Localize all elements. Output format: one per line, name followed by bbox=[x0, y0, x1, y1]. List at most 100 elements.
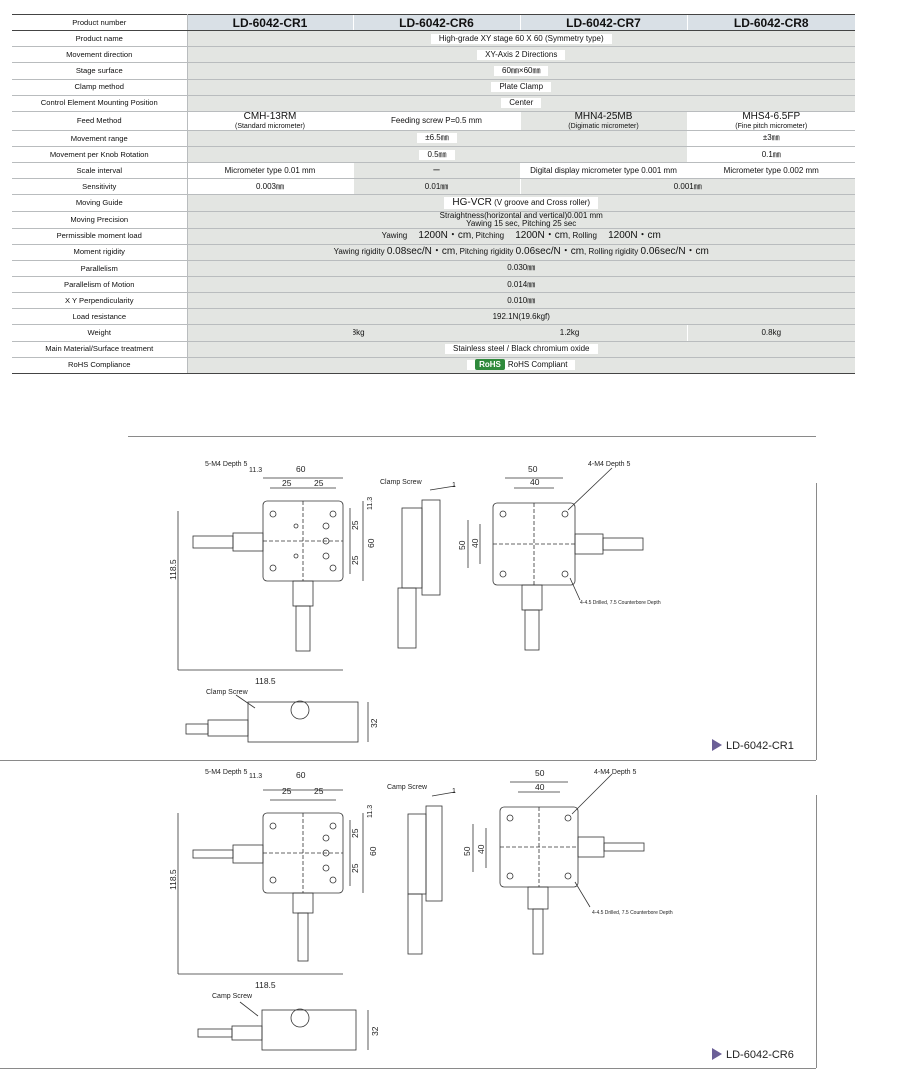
cr6-d32: 32 bbox=[370, 1026, 380, 1036]
row-clamp-method: Clamp method Plate Clamp bbox=[12, 79, 855, 96]
feed-cr1-text: CMH-13RM bbox=[243, 111, 297, 122]
feed-cr8-text: MHS4-6.5FP bbox=[742, 111, 801, 122]
pm-rolling: 1200N・cm bbox=[608, 230, 661, 242]
caption-arrow-icon bbox=[712, 1048, 722, 1060]
feed-cr8-sub: (Fine pitch micrometer) bbox=[735, 122, 808, 130]
material-text: Stainless steel / Black chromium oxide bbox=[445, 344, 598, 355]
cr1-d118-5: 118.5 bbox=[168, 559, 178, 580]
value-stage-surface: 60㎜×60㎜ bbox=[187, 62, 855, 80]
feed-cr6: Feeding screw P=0.5 mm bbox=[352, 111, 520, 131]
cr6-d118-5h: 118.5 bbox=[255, 980, 276, 990]
divider-middle bbox=[0, 760, 816, 761]
row-moving-precision: Moving Precision Straightness(horizontal… bbox=[12, 211, 855, 229]
weight-cr67: 1.2kg bbox=[559, 327, 580, 337]
row-movement-range: Movement range ±6.5㎜ ±3㎜ bbox=[12, 130, 855, 147]
row-load-resistance: Load resistance 192.1N(19.6kgf) bbox=[12, 308, 855, 326]
movement-range-text: ±6.5㎜ bbox=[417, 133, 457, 144]
feed-cr7-text: MHN4-25MB bbox=[574, 111, 633, 122]
label-control-element: Control Element Mounting Position bbox=[12, 95, 188, 112]
row-weight: Weight 0.8kg1.2kg 0.8kg bbox=[12, 324, 855, 342]
value-clamp-method: Plate Clamp bbox=[187, 79, 855, 96]
cr6-d11-3b: 11.3 bbox=[367, 805, 374, 818]
movement-per-knob-text: 0.5㎜ bbox=[419, 149, 455, 160]
model-cr1: LD-6042-CR1 bbox=[186, 13, 353, 32]
value-movement-range: ±6.5㎜ bbox=[187, 130, 687, 147]
model-cr7: LD-6042-CR7 bbox=[519, 13, 687, 32]
label-sensitivity: Sensitivity bbox=[12, 178, 188, 196]
feed-cr7-sub: (Digimatic micrometer) bbox=[568, 122, 639, 130]
mr-pitching-label: , Pitching rigidity bbox=[455, 247, 514, 257]
label-load-resistance: Load resistance bbox=[12, 308, 188, 326]
cr1-clamp-screw-side: Clamp Screw bbox=[380, 479, 423, 486]
label-parallelism: Parallelism bbox=[12, 260, 188, 277]
spec-table: Product number LD-6042-CR1 LD-6042-CR6 L… bbox=[12, 13, 855, 374]
rohs-badge: RoHS bbox=[475, 359, 505, 371]
cr6-d50: 50 bbox=[535, 768, 545, 778]
label-material: Main Material/Surface treatment bbox=[12, 341, 188, 358]
caption-cr1-text: LD-6042-CR1 bbox=[726, 740, 794, 752]
frame-right-1 bbox=[816, 483, 817, 760]
value-control-element: Center bbox=[187, 95, 855, 112]
value-load-resistance: 192.1N(19.6kgf) bbox=[187, 308, 855, 326]
pm-yawing: 1200N・cm bbox=[418, 230, 472, 242]
cr1-clamp-screw-bottom: Clamp Screw bbox=[206, 689, 249, 696]
row-movement-per-knob: Movement per Knob Rotation 0.5㎜ 0.1㎜ bbox=[12, 146, 855, 164]
cr1-d32: 32 bbox=[369, 718, 379, 728]
cr1-d11-3b: 11.3 bbox=[367, 497, 374, 510]
value-parallelism-motion: 0.014㎜ bbox=[187, 276, 855, 294]
stage-surface-text: 60㎜×60㎜ bbox=[494, 65, 549, 76]
mr-yawing-label: Yawing rigidity bbox=[333, 247, 385, 257]
cr6-d25d: 25 bbox=[350, 863, 360, 873]
cr1-d25b: 25 bbox=[314, 478, 324, 488]
moving-precision-line1: Straightness(horizontal and vertical)0.0… bbox=[439, 211, 603, 220]
row-permissible-moment: Permissible moment load Yawing 1200N・cm,… bbox=[12, 228, 855, 245]
label-rohs: RoHS Compliance bbox=[12, 357, 188, 374]
row-material: Main Material/Surface treatment Stainles… bbox=[12, 341, 855, 358]
label-moving-precision: Moving Precision bbox=[12, 211, 188, 229]
scale-cr7: Digital display micrometer type 0.001 mm bbox=[519, 162, 687, 180]
feed-cr1: CMH-13RM(Standard micrometer) bbox=[187, 111, 353, 131]
cr1-d50: 50 bbox=[528, 464, 538, 474]
divider-bottom bbox=[0, 1068, 816, 1069]
sensitivity-cr6: 0.01㎜ bbox=[352, 178, 520, 196]
label-stage-surface: Stage surface bbox=[12, 62, 188, 80]
label-permissible-moment: Permissible moment load bbox=[12, 228, 188, 245]
moving-guide-main: HG-VCR bbox=[452, 196, 492, 208]
movement-direction-text: XY-Axis 2 Directions bbox=[477, 49, 566, 60]
sensitivity-cr78: 0.001㎜ bbox=[519, 178, 855, 196]
cr6-d60: 60 bbox=[296, 770, 306, 780]
cr6-d40: 40 bbox=[535, 782, 545, 792]
value-moving-guide: HG-VCR (V groove and Cross roller) bbox=[187, 194, 855, 212]
pm-pitching: 1200N・cm bbox=[515, 230, 569, 242]
weight-cr1: 0.8kg bbox=[353, 327, 365, 337]
cr6-d40v: 40 bbox=[476, 844, 486, 854]
label-xy-perp: X Y Perpendicularity bbox=[12, 292, 188, 310]
mr-rolling: 0.06sec/N・cm bbox=[640, 246, 709, 258]
cr1-d40v: 40 bbox=[470, 538, 480, 548]
moving-precision-line2: Yawing 15 sec, Pitching 25 sec bbox=[466, 218, 577, 228]
pm-pitching-label: , Pitching bbox=[471, 231, 505, 241]
row-sensitivity: Sensitivity 0.003㎜ 0.01㎜ 0.001㎜ bbox=[12, 178, 855, 196]
value-movement-direction: XY-Axis 2 Directions bbox=[187, 46, 855, 64]
label-moment-rigidity: Moment rigidity bbox=[12, 244, 188, 261]
caption-cr1: LD-6042-CR1 bbox=[712, 739, 794, 752]
label-moving-guide: Moving Guide bbox=[12, 194, 188, 212]
label-weight: Weight bbox=[12, 324, 188, 342]
row-stage-surface: Stage surface 60㎜×60㎜ bbox=[12, 62, 855, 80]
cr1-d60v: 60 bbox=[366, 538, 376, 548]
label-product-name: Product name bbox=[12, 30, 188, 48]
cr6-d11-3: 11.3 bbox=[249, 773, 262, 780]
label-scale-interval: Scale interval bbox=[12, 162, 188, 180]
cr6-d25b: 25 bbox=[314, 786, 324, 796]
label-movement-range: Movement range bbox=[12, 130, 188, 147]
value-movement-per-knob: 0.5㎜ bbox=[187, 146, 687, 164]
cr6-d25a: 25 bbox=[282, 786, 292, 796]
clamp-method-text: Plate Clamp bbox=[491, 82, 552, 93]
cr6-clamp-screw-bottom: Camp Screw bbox=[212, 993, 253, 1000]
label-clamp-method: Clamp method bbox=[12, 79, 188, 96]
mr-yawing: 0.08sec/N・cm bbox=[386, 246, 456, 258]
row-product-number: Product number LD-6042-CR1 LD-6042-CR6 L… bbox=[12, 13, 855, 32]
label-feed-method: Feed Method bbox=[12, 111, 188, 131]
value-parallelism: 0.030㎜ bbox=[187, 260, 855, 277]
